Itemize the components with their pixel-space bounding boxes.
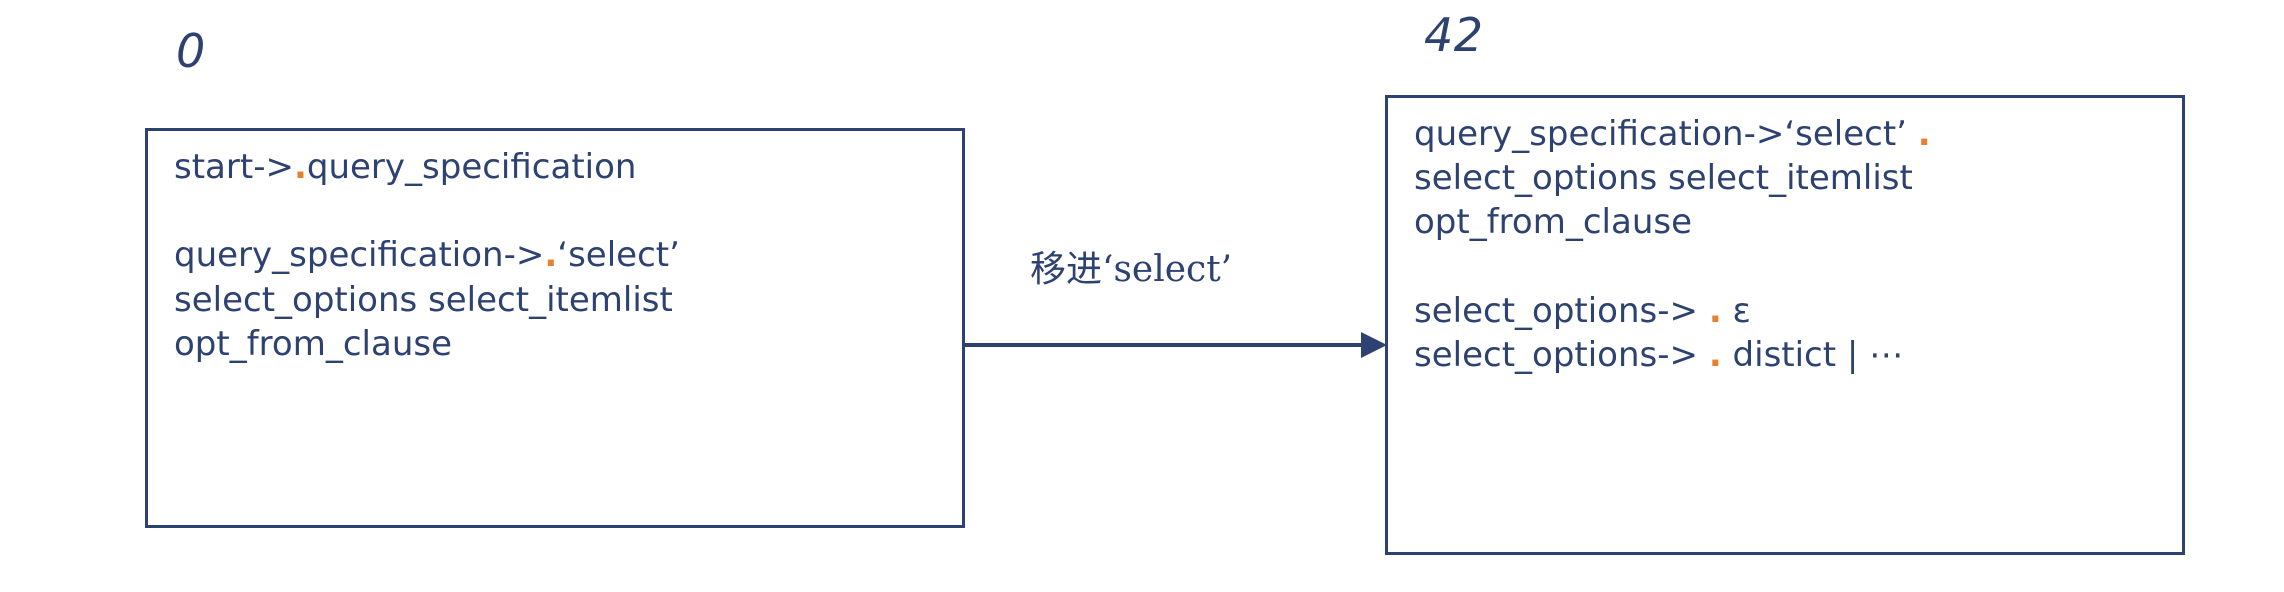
item-paragraph: select_options-> . ε select_options-> . … (1414, 289, 2170, 377)
item-line: select_options-> . ε (1414, 289, 2170, 333)
item-text-before: select_options select_itemlist (1414, 158, 1913, 199)
item-paragraph: query_specification->‘select’ . select_o… (1414, 112, 2170, 245)
state-label-0: 0 (176, 24, 206, 78)
item-line: query_specification->‘select’ . (1414, 112, 2170, 156)
item-text-before: select_options-> (1414, 290, 1709, 331)
item-paragraph: start->.query_specification (174, 145, 950, 189)
item-text-before: opt_from_clause (174, 323, 452, 364)
item-text-before: select_options-> (1414, 334, 1709, 375)
item-text-before: query_specification-> (174, 235, 545, 276)
state-box-0: start->.query_specification query_specif… (145, 128, 965, 528)
parser-dot-icon: . (544, 235, 558, 276)
state-0-itemset: start->.query_specification query_specif… (174, 145, 950, 366)
transition-label: 移进‘select’ (1030, 249, 1233, 290)
arrow-shaft (965, 343, 1363, 347)
item-text-after: ‘select’ (557, 235, 680, 276)
item-text-before: start-> (174, 147, 294, 187)
item-text-after: distict | ⋯ (1721, 334, 1904, 375)
item-line: select_options-> . distict | ⋯ (1414, 333, 2170, 377)
item-text-before: opt_from_clause (1414, 202, 1692, 243)
item-text-after: query_specification (306, 147, 637, 187)
item-paragraph: query_specification->.‘select’ select_op… (174, 233, 950, 366)
arrow-head-icon (1361, 332, 1387, 358)
state-label-42: 42 (1424, 8, 1484, 62)
parser-dot-icon: . (1708, 334, 1722, 375)
parser-dot-icon: . (293, 147, 307, 187)
item-line: start->.query_specification (174, 145, 950, 189)
state-box-42: query_specification->‘select’ . select_o… (1385, 95, 2185, 555)
item-text-after: ε (1721, 290, 1751, 331)
item-line: query_specification->.‘select’ (174, 233, 950, 277)
parser-dot-icon: . (1708, 290, 1722, 331)
state-42-itemset: query_specification->‘select’ . select_o… (1414, 112, 2170, 377)
item-line: opt_from_clause (1414, 200, 2170, 244)
item-line: select_options select_itemlist (1414, 156, 2170, 200)
item-line: opt_from_clause (174, 322, 950, 366)
item-text-before: select_options select_itemlist (174, 279, 673, 320)
item-text-before: query_specification->‘select’ (1414, 114, 1918, 154)
item-line: select_options select_itemlist (174, 278, 950, 322)
parser-dot-icon: . (1917, 114, 1931, 154)
